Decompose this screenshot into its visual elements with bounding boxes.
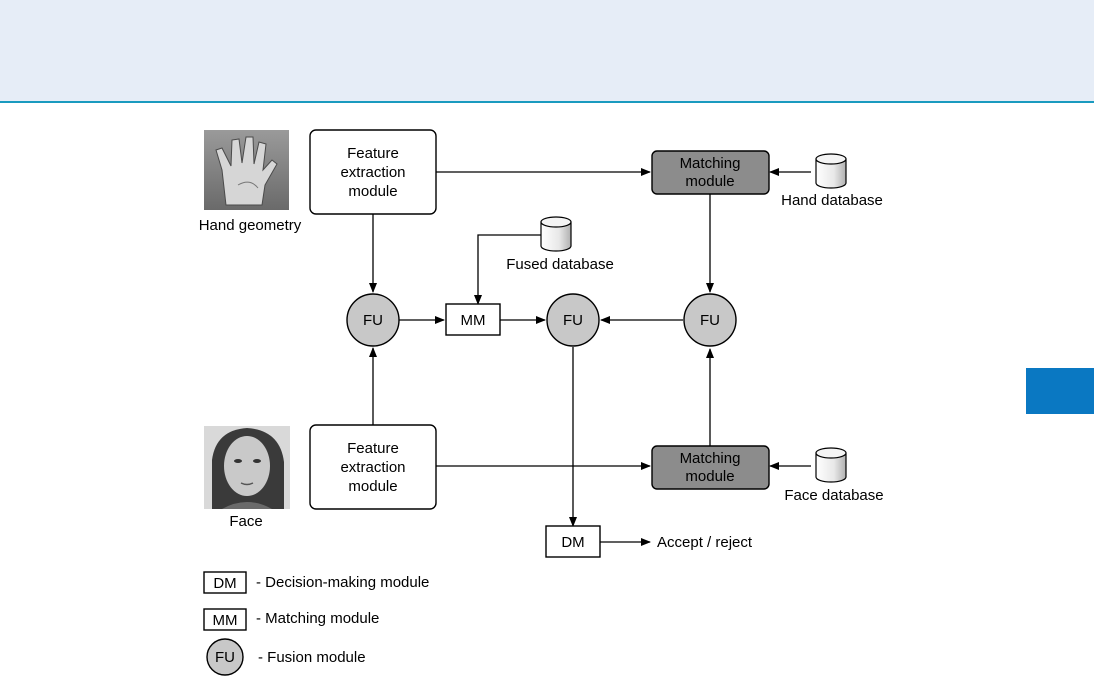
hand-feature-line-1: Feature: [347, 145, 399, 162]
fu-center-label: FU: [563, 312, 583, 329]
legend-mm-text: - Matching module: [256, 610, 379, 627]
face-label: Face: [229, 513, 262, 530]
hand-database-label: Hand database: [781, 192, 883, 209]
fused-database-label: Fused database: [506, 256, 614, 273]
face-feature-line-2: extraction: [340, 459, 405, 476]
fu-left-label: FU: [363, 312, 383, 329]
dm-label: DM: [561, 534, 584, 551]
legend-dm-text: - Decision-making module: [256, 574, 429, 591]
legend-fu-symbol-text: FU: [215, 649, 235, 666]
hand-feature-line-3: module: [348, 183, 397, 200]
face-image: [204, 426, 290, 509]
legend-mm-symbol-text: MM: [213, 612, 238, 629]
hand-geometry-label: Hand geometry: [199, 217, 302, 234]
hand-database-icon: [816, 154, 846, 188]
face-matching-line-2: module: [685, 468, 734, 485]
legend: DM - Decision-making module MM - Matchin…: [204, 572, 429, 675]
face-matching-line-1: Matching: [680, 450, 741, 467]
face-feature-line-3: module: [348, 478, 397, 495]
legend-dm-symbol-text: DM: [213, 575, 236, 592]
hand-matching-line-1: Matching: [680, 155, 741, 172]
fused-database-icon: [541, 217, 571, 251]
hand-matching-line-2: module: [685, 173, 734, 190]
fu-right-label: FU: [700, 312, 720, 329]
mm-label: MM: [461, 312, 486, 329]
legend-fu-text: - Fusion module: [258, 649, 366, 666]
face-database-icon: [816, 448, 846, 482]
face-feature-line-1: Feature: [347, 440, 399, 457]
hand-feature-line-2: extraction: [340, 164, 405, 181]
accept-reject-label: Accept / reject: [657, 534, 753, 551]
face-database-label: Face database: [784, 487, 883, 504]
hand-image: [204, 130, 289, 210]
